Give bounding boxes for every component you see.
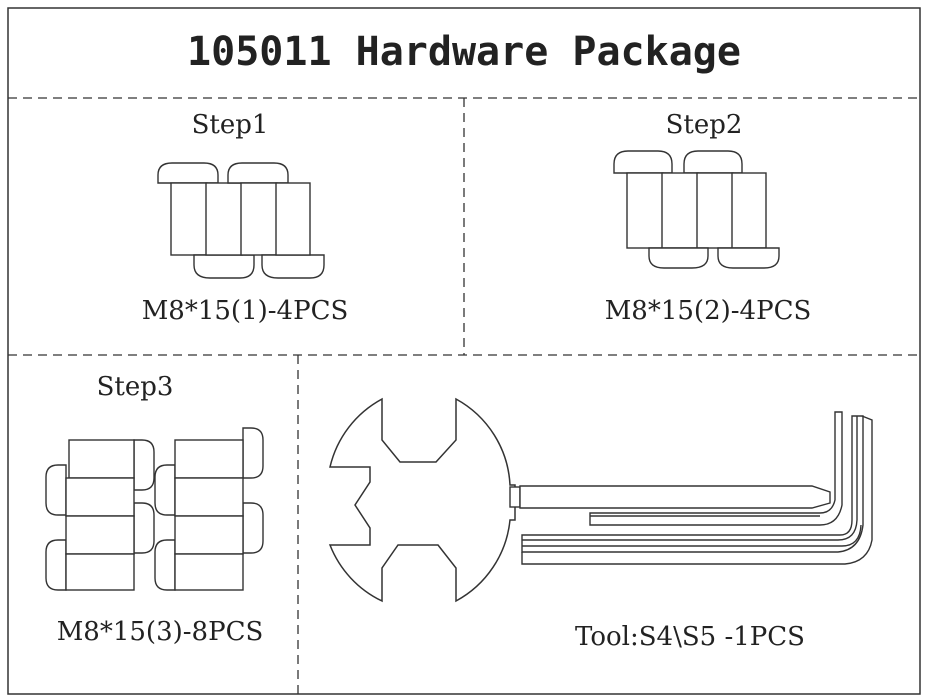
- screw-head-icon: [261, 254, 325, 279]
- screw-head-icon: [133, 439, 155, 491]
- wrench-disc-icon: [328, 397, 516, 603]
- step1-caption: M8*15(1)-4PCS: [141, 296, 349, 326]
- step2-screws: [613, 150, 780, 269]
- screw-shank-icon: [626, 172, 664, 249]
- screw-head-icon: [154, 539, 176, 591]
- screw-shank-icon: [68, 439, 135, 479]
- screw-head-icon: [242, 502, 264, 554]
- screw-shank-icon: [174, 477, 244, 517]
- screw-shank-icon: [174, 553, 244, 591]
- screw-head-icon: [154, 464, 176, 516]
- step2-heading: Step2: [665, 110, 743, 140]
- screw-head-icon: [242, 427, 264, 479]
- screw-shank-icon: [65, 553, 135, 591]
- screw-head-icon: [227, 162, 289, 184]
- tool-caption: Tool:S4\S5 -1PCS: [575, 622, 805, 652]
- step3-caption: M8*15(3)-8PCS: [56, 617, 264, 647]
- screw-head-icon: [683, 150, 743, 174]
- screw-shank-icon: [170, 182, 208, 256]
- screw-head-icon: [133, 502, 155, 554]
- hex-key-icon: [521, 411, 873, 565]
- screw-head-icon: [157, 162, 219, 184]
- screw-head-icon: [717, 247, 780, 269]
- screw-head-icon: [45, 464, 67, 516]
- outer-frame: [7, 7, 921, 695]
- step3-heading: Step3: [96, 372, 174, 402]
- screw-shank-icon: [661, 172, 699, 249]
- screw-head-icon: [613, 150, 673, 174]
- page-title: 105011 Hardware Package: [187, 29, 741, 75]
- screw-shank-icon: [65, 515, 135, 555]
- step3-screws: [45, 427, 264, 591]
- screw-shank-icon: [731, 172, 767, 249]
- step1-screws: [157, 162, 325, 279]
- screw-shank-icon: [174, 515, 244, 555]
- screw-head-icon: [648, 247, 709, 269]
- screw-shank-icon: [174, 439, 244, 479]
- screw-head-icon: [193, 254, 255, 279]
- tool-bit-icon: [509, 485, 831, 509]
- screw-shank-icon: [240, 182, 278, 256]
- screw-shank-icon: [696, 172, 734, 249]
- screw-shank-icon: [205, 182, 243, 256]
- step2-caption: M8*15(2)-4PCS: [604, 296, 812, 326]
- screw-shank-icon: [275, 182, 311, 256]
- screw-head-icon: [45, 539, 67, 591]
- screw-shank-icon: [65, 477, 135, 517]
- step1-heading: Step1: [191, 110, 269, 140]
